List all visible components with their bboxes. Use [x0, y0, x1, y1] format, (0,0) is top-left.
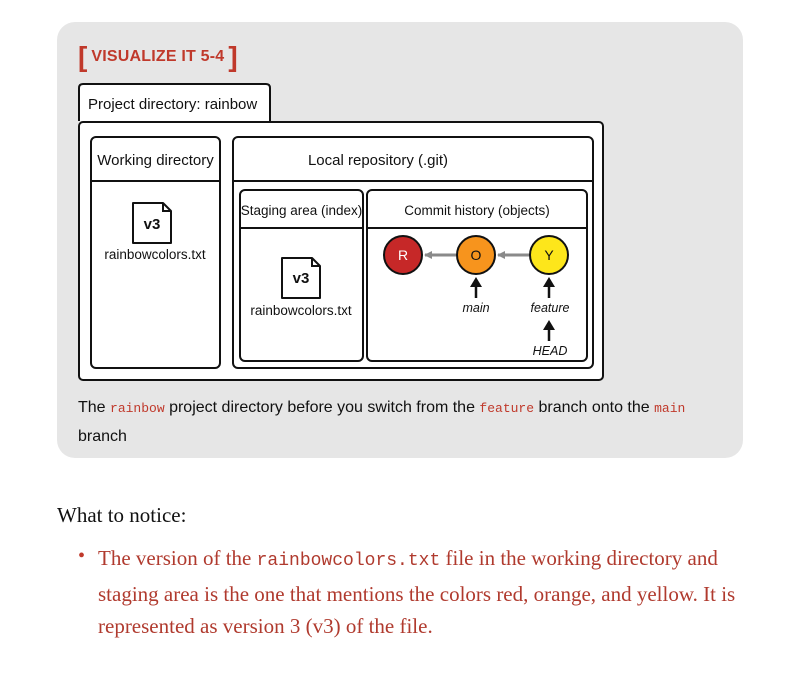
feature-branch-label: feature — [531, 301, 570, 315]
working-directory-box — [90, 136, 221, 369]
commit-o-node — [456, 235, 496, 275]
project-tab-label: Project directory: rainbow — [88, 96, 257, 113]
caption-text: project directory before you switch from… — [164, 399, 480, 416]
bracket-close: ] — [228, 41, 238, 72]
bullet-dot: • — [78, 545, 86, 567]
staging-file-name: rainbowcolors.txt — [250, 303, 352, 318]
staging-area-title: Staging area (index) — [241, 203, 363, 218]
main-pointer-arrow — [470, 277, 482, 298]
commit-history-box — [366, 189, 588, 362]
bullet-text-part: The version of the — [98, 546, 257, 570]
commit-r-label: R — [398, 247, 408, 263]
caption-code-rainbow: rainbow — [110, 401, 165, 416]
working-file-icon — [132, 202, 172, 244]
staging-file-version: v3 — [293, 270, 310, 287]
bullet-text-part: file in the working directory and stagin… — [98, 546, 736, 638]
notice-heading: What to notice: — [57, 503, 187, 527]
local-repository-title: Local repository (.git) — [308, 152, 448, 169]
commit-y-label: Y — [544, 247, 554, 263]
visualize-label: VISUALIZE IT 5-4 — [91, 48, 225, 65]
staging-file-icon — [281, 257, 321, 299]
notice-bullet: The version of the rainbowcolors.txt fil… — [98, 542, 748, 643]
head-label: HEAD — [533, 344, 568, 358]
commit-y-node — [529, 235, 569, 275]
caption-text: branch — [78, 428, 127, 445]
working-file-version: v3 — [144, 216, 161, 233]
caption-text: branch onto the — [534, 399, 655, 416]
bullet-code-filename: rainbowcolors.txt — [256, 551, 441, 571]
head-pointer-arrow — [543, 320, 555, 341]
bracket-open: [ — [78, 41, 88, 72]
figure-caption: The rainbow project directory before you… — [78, 394, 728, 451]
commit-r-node — [383, 235, 423, 275]
commit-o-label: O — [471, 247, 482, 263]
project-tab-shape — [78, 83, 271, 122]
commit-history-title: Commit history (objects) — [404, 203, 550, 218]
main-branch-label: main — [462, 301, 489, 315]
working-file-name: rainbowcolors.txt — [104, 247, 206, 262]
visualize-title: [ VISUALIZE IT 5-4 ] — [78, 42, 238, 72]
caption-code-main: main — [654, 401, 686, 416]
caption-text: The — [78, 399, 111, 416]
caption-code-feature: feature — [479, 401, 535, 416]
feature-pointer-arrow — [543, 277, 555, 298]
git-diagram: Project directory: rainbow Working direc… — [78, 83, 604, 381]
working-directory-title: Working directory — [97, 152, 214, 169]
